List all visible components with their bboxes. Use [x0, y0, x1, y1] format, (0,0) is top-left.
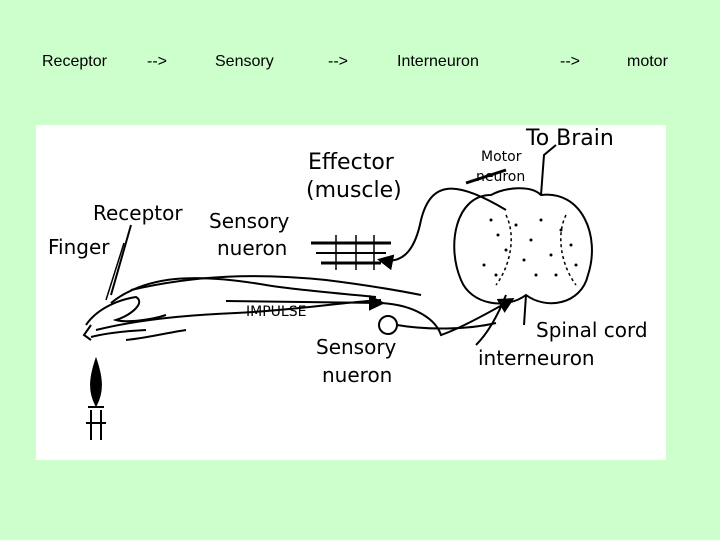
label-interneuron: interneuron	[478, 346, 595, 370]
sensory-ganglion	[378, 315, 398, 335]
sensory-neuron-upper	[130, 275, 422, 296]
label-effector-2: (muscle)	[306, 178, 402, 203]
hand-drawing	[82, 295, 187, 341]
receptor-pointer	[110, 224, 132, 296]
label-effector-1: Effector	[308, 150, 394, 175]
arrow-2: -->	[328, 53, 348, 70]
interneuron-path	[475, 294, 527, 346]
step-receptor: Receptor	[42, 53, 107, 70]
label-spinal-cord: Spinal cord	[536, 318, 648, 342]
step-sensory: Sensory	[215, 53, 274, 70]
reflex-arc-sequence: Receptor --> Sensory --> Interneuron -->…	[0, 53, 720, 73]
reflex-arc-drawing	[82, 144, 593, 440]
step-motor: motor	[627, 53, 668, 70]
label-sensory-top-2: nueron	[217, 236, 288, 260]
label-motor-neuron-1: Motor	[481, 149, 522, 165]
flame-stimulus	[86, 356, 106, 440]
impulse-arrow	[225, 294, 385, 311]
label-sensory-top-1: Sensory	[209, 209, 290, 233]
effector-muscle	[311, 235, 391, 270]
reflex-arc-diagram: To Brain Motor neuron Effector (muscle) …	[36, 125, 666, 460]
label-sensory-bottom-1: Sensory	[316, 335, 397, 359]
finger-pointer	[105, 242, 125, 301]
label-finger: Finger	[48, 235, 110, 259]
arrow-3: -->	[560, 53, 580, 70]
label-impulse: IMPULSE	[246, 304, 307, 320]
label-sensory-bottom-2: nueron	[322, 363, 393, 387]
arm-outline	[95, 277, 382, 331]
motor-neuron-path	[377, 187, 507, 271]
spinal-cord-speckles	[482, 218, 578, 277]
step-interneuron: Interneuron	[397, 53, 479, 70]
label-to-brain: To Brain	[526, 126, 614, 151]
to-brain-tract	[540, 144, 557, 196]
label-motor-neuron-2: neuron	[476, 169, 526, 185]
label-receptor: Receptor	[93, 201, 183, 225]
arrow-1: -->	[147, 53, 167, 70]
sensory-neuron-lower	[380, 298, 515, 337]
